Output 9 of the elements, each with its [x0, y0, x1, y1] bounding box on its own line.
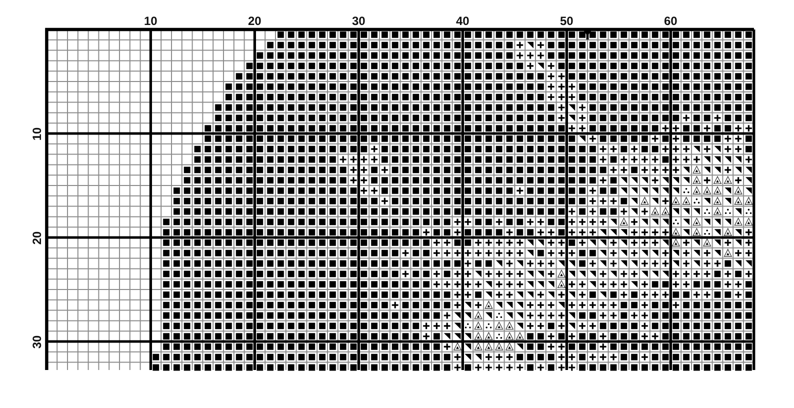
row-number: 10 [31, 126, 43, 140]
row-number: 20 [31, 230, 43, 244]
column-number: 30 [352, 15, 366, 27]
column-number: 10 [144, 15, 158, 27]
column-number: 20 [248, 15, 262, 27]
column-number: 50 [560, 15, 574, 27]
row-number: 30 [31, 334, 43, 348]
column-number: 60 [664, 15, 678, 27]
column-number: 40 [456, 15, 470, 27]
